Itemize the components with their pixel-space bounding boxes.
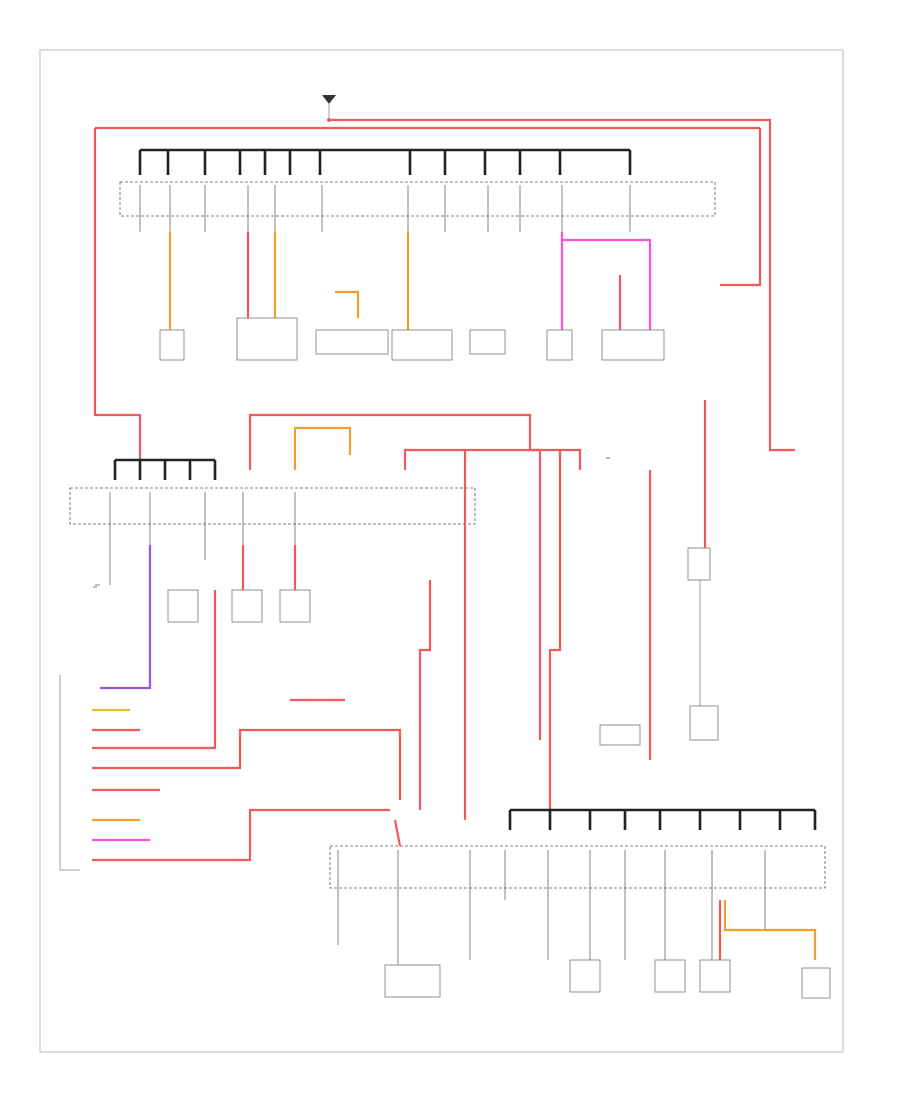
- components-row3: [384, 724, 831, 999]
- component-box: [699, 959, 731, 993]
- diagram-frame: [39, 49, 844, 1053]
- wire-orange-mid: [293, 426, 352, 470]
- component-box: [599, 724, 641, 746]
- component-box: [167, 589, 199, 623]
- component-box: [801, 967, 831, 999]
- bottom-fuse-bus: [508, 808, 817, 830]
- top-fuse-bus: [138, 148, 632, 175]
- middle-fuse-block-outline: [69, 487, 476, 525]
- bottom-fuse-block-outline: [329, 845, 826, 889]
- component-box: [231, 589, 263, 623]
- wire-red-left-trunk: [93, 128, 142, 470]
- wire-left-red-3: [92, 808, 390, 862]
- left-connector: [59, 450, 467, 871]
- wire-left-red-1: [92, 590, 217, 750]
- component-box: [279, 589, 311, 623]
- wire-red-mid-2: [403, 448, 582, 470]
- component-box: [391, 329, 453, 361]
- wire-red-mid-loop: [248, 413, 542, 740]
- component-box: [159, 329, 185, 361]
- component-box: [236, 317, 298, 361]
- wire-red-top-feed: [720, 128, 762, 287]
- component-box: [654, 959, 686, 993]
- top-fuse-block: [93, 118, 795, 470]
- wire-red-right-3: [548, 450, 562, 830]
- wire-red-bottom-2: [393, 819, 402, 847]
- component-box: [315, 329, 389, 355]
- component-box: [689, 705, 719, 741]
- wire-pink-top-7: [562, 238, 652, 330]
- wire-orange-bottom: [723, 900, 817, 960]
- wire-mid-red-vertical: [418, 580, 432, 810]
- component-box: [546, 329, 573, 361]
- top-fuse-block-outline: [119, 181, 716, 217]
- ground-symbols: [93, 457, 610, 588]
- bottom-fuse-block: [329, 808, 826, 965]
- wire-orange-top-4: [335, 290, 360, 318]
- component-box: [384, 964, 441, 998]
- wire-red-top-right: [330, 118, 795, 452]
- components-row2: [167, 547, 719, 741]
- feed-arrow-icon: [322, 95, 336, 104]
- right-side-feed: [548, 400, 707, 830]
- components-row1: [159, 317, 665, 361]
- wire-left-red-2: [92, 728, 402, 800]
- component-box: [469, 329, 506, 355]
- bottom-fuse-stubs: [337, 850, 766, 965]
- middle-fuse-block: [69, 413, 582, 740]
- top-fuse-stubs: [139, 185, 631, 232]
- component-box: [601, 329, 665, 361]
- middle-fuse-bus: [113, 458, 217, 480]
- component-box: [569, 959, 601, 993]
- wire-purple-mid: [100, 545, 152, 690]
- component-box: [687, 547, 711, 581]
- top-power-feed: [322, 95, 336, 122]
